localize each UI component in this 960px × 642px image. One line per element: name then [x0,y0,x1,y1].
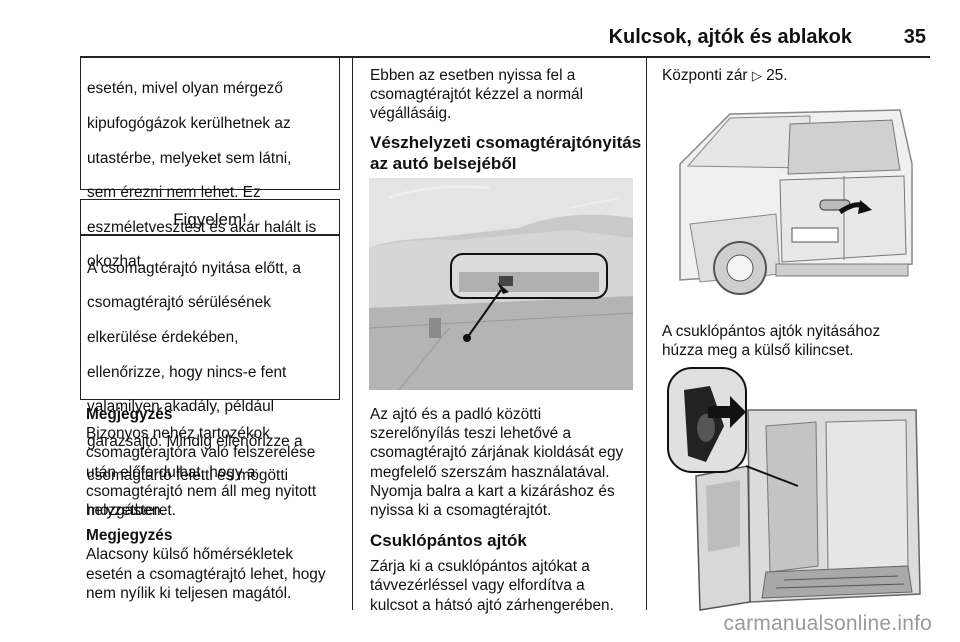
caution-title: Figyelem! [173,210,247,229]
notes-section: Megjegyzés Bizonyos nehéz tartozékok cso… [86,405,348,603]
caption-line: húzza meg a külső kilincset. [662,342,854,360]
caution-line: garázsajtó. Mindig ellenőrizze a [87,432,303,450]
caution-divider [81,234,339,236]
warning-line: eszméletvesztést és akár halált is [87,218,317,236]
note-line: után előfordulhat, hogy a [86,463,256,481]
caution-line: csomagtérajtó sérülésének [87,294,271,312]
body-line: kulcsot a hátsó ajtó zárhengerében. [370,596,614,614]
note-line: helyzetben. [86,502,165,520]
intro-line: Ebben az esetben nyissa fel a [370,67,576,84]
caption-line: A csuklópántos ajtók nyitásához [662,323,881,340]
column-divider [646,58,647,610]
watermark: carmanualsonline.info [723,612,932,635]
column-2-top: Ebben az esetben nyissa fel a csomagtéra… [370,66,642,174]
body-line: Az ajtó és a padló közötti [370,406,542,423]
caution-line: A csomagtérajtó nyitása előtt, a [87,259,301,277]
note-line: esetén a csomagtérajtó lehet, hogy [86,565,326,583]
note-label: Megjegyzés [86,406,173,423]
page-header: Kulcsok, ajtók és ablakok 35 [80,26,930,58]
page-number: 35 [903,26,926,48]
note-line: csomagtérajtóra való felszerelése [86,444,316,462]
note-line: nem nyílik ki teljesen magától. [86,584,292,602]
page-title: Kulcsok, ajtók és ablakok [608,26,852,48]
caution-box: Figyelem! A csomagtérajtó nyitása előtt,… [80,199,340,519]
note-line: Alacsony külső hőmérsékletek [86,546,294,564]
cargo-interior-illustration [369,178,633,390]
section-heading: Vészhelyzeti csomagtérajtónyitás [370,132,642,152]
note-line: csomagtérajtó nem áll meg nyitott [86,482,317,500]
body-line: távvezérléssel vagy elfordítva a [370,577,585,595]
reference-text: Központi zár [662,67,748,84]
barn-doors-illustration [667,367,926,614]
section-heading: Csuklópántos ajtók [370,531,527,551]
warning-line: esetén, mivel olyan mérgező [87,80,283,98]
warning-line: okozhat. [87,253,146,271]
intro-line: végállásáig. [370,105,452,123]
caution-line: valamilyen akadály, például [87,398,275,416]
warning-line: sem érezni nem lehet. Ez [87,184,261,202]
body-line: csomagtérajtó zárjának kioldását egy [370,444,624,462]
body-line: nyissa ki a csomagtérajtót. [370,502,552,520]
van-rear-illustration [679,109,913,295]
body-line: megfelelő szerszám használatával. [370,463,610,481]
caution-line: elkerülése érdekében, [87,329,239,347]
column-3-top: Központi zár ▷ 25. [662,66,932,85]
page-reference-icon: ▷ [751,68,762,83]
body-line: szerelőnyílás teszi lehetővé a [370,425,572,443]
body-line: Zárja ki a csuklópántos ajtókat a [370,558,590,576]
caution-line: mozgásteret. [87,502,176,520]
column-2-bottom: Az ajtó és a padló közötti szerelőnyílás… [370,405,642,615]
intro-line: csomagtérajtót kézzel a normál [370,86,583,104]
reference-page: 25. [766,67,788,84]
column-3-caption: A csuklópántos ajtók nyitásához húzza me… [662,322,932,360]
caution-line: csomagtartó feletti és mögötti [87,467,289,485]
caution-line: ellenőrizze, hogy nincs-e fent [87,363,287,381]
warning-line: utastérbe, melyeket sem látni, [87,149,292,167]
section-heading: az autó belsejéből [370,153,517,173]
warning-line: kipufogógázok kerülhetnek az [87,114,291,132]
warning-box: esetén, mivel olyan mérgező kipufogógázo… [80,58,340,270]
note-label: Megjegyzés [86,527,173,545]
note-line: Bizonyos nehéz tartozékok [86,425,270,443]
column-divider [352,58,353,610]
body-line: Nyomja balra a kart a kizáráshoz és [370,482,615,500]
